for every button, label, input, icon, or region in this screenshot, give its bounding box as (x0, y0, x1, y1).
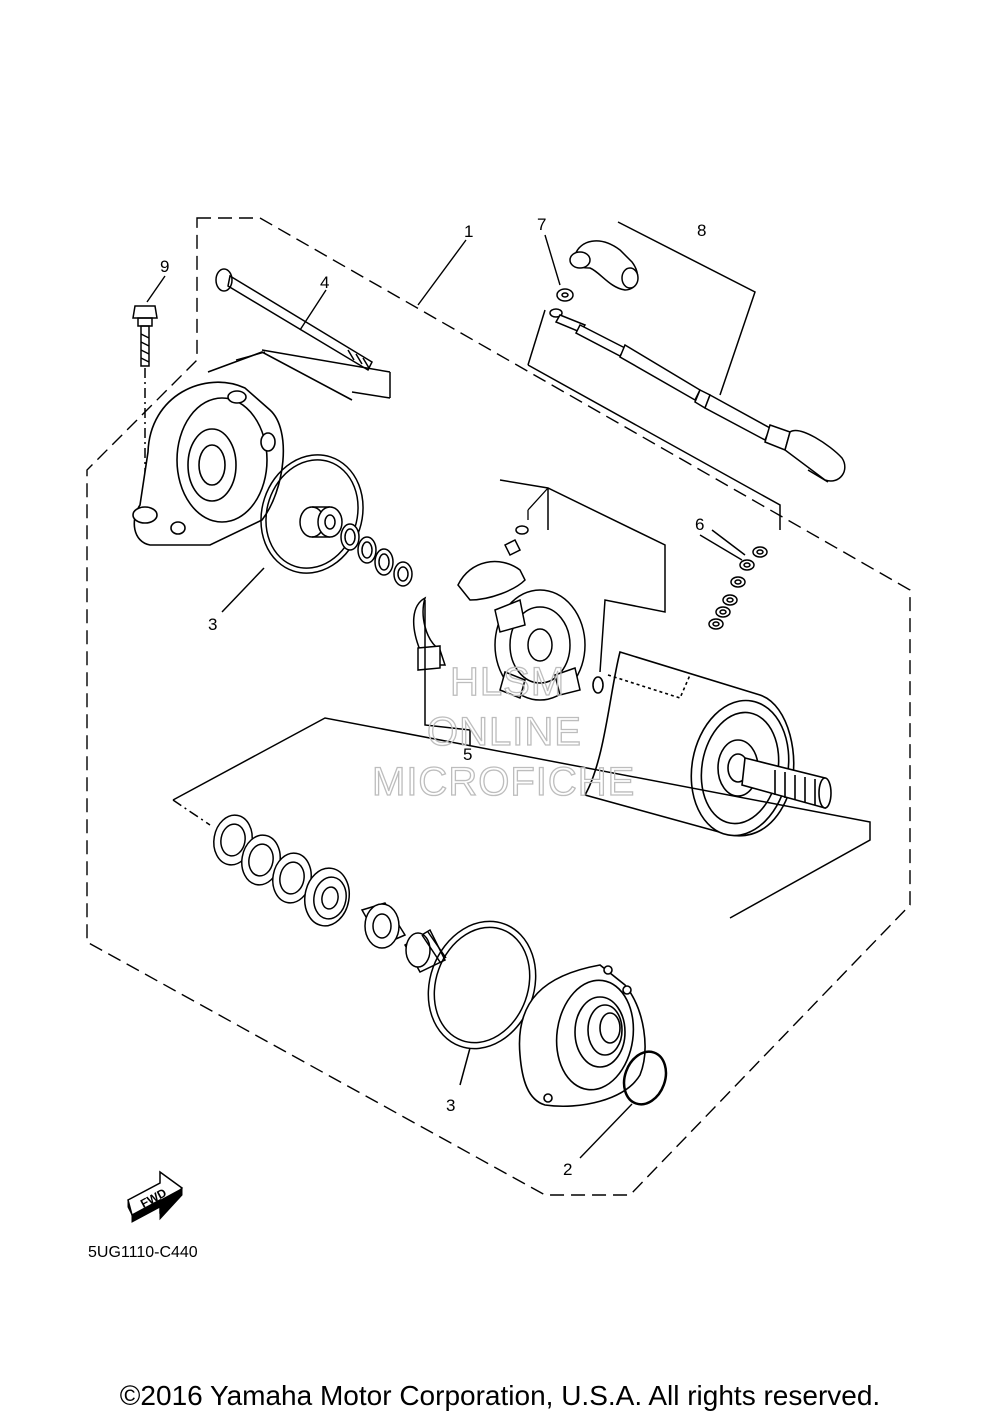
assembly-guide-lines (235, 351, 549, 520)
through-bolt-part-4 (215, 268, 391, 399)
brush-holder-part-5 (413, 479, 666, 745)
cable-and-boot-part-8 (527, 221, 846, 530)
callout-9: 9 (160, 257, 169, 276)
callout-8: 8 (697, 221, 706, 240)
o-ring-part-2 (579, 1050, 668, 1159)
bolt-part-9 (132, 305, 158, 505)
callout-1: 1 (464, 222, 473, 241)
watermark-line-3: MICROFICHE (372, 760, 635, 804)
lower-washers-and-bearings (172, 717, 871, 973)
diagram-code: 5UG1110-C440 (88, 1244, 198, 1261)
watermark-line-2: ONLINE (427, 710, 582, 754)
assembly-boundary (86, 217, 911, 1196)
front-cover (518, 964, 646, 1108)
callout-3-lower: 3 (446, 1096, 455, 1115)
watermark-line-1: HLSM (450, 660, 565, 704)
callout-4: 4 (320, 273, 329, 292)
callout-5: 5 (463, 745, 472, 764)
watermark: HLSM ONLINE MICROFICHE (371, 659, 635, 804)
callout-6: 6 (695, 515, 704, 534)
washers-part-6 (708, 529, 768, 630)
bushing-and-washers (299, 506, 413, 587)
callout-7: 7 (537, 215, 546, 234)
copyright-notice: ©2016 Yamaha Motor Corporation, U.S.A. A… (119, 1380, 881, 1411)
yoke-assembly (583, 650, 832, 837)
leader-lines (146, 234, 743, 561)
fwd-arrow-icon: FWD (127, 1170, 184, 1223)
rear-cover (132, 351, 353, 546)
callout-2: 2 (563, 1160, 572, 1179)
callout-3-upper: 3 (208, 615, 217, 634)
